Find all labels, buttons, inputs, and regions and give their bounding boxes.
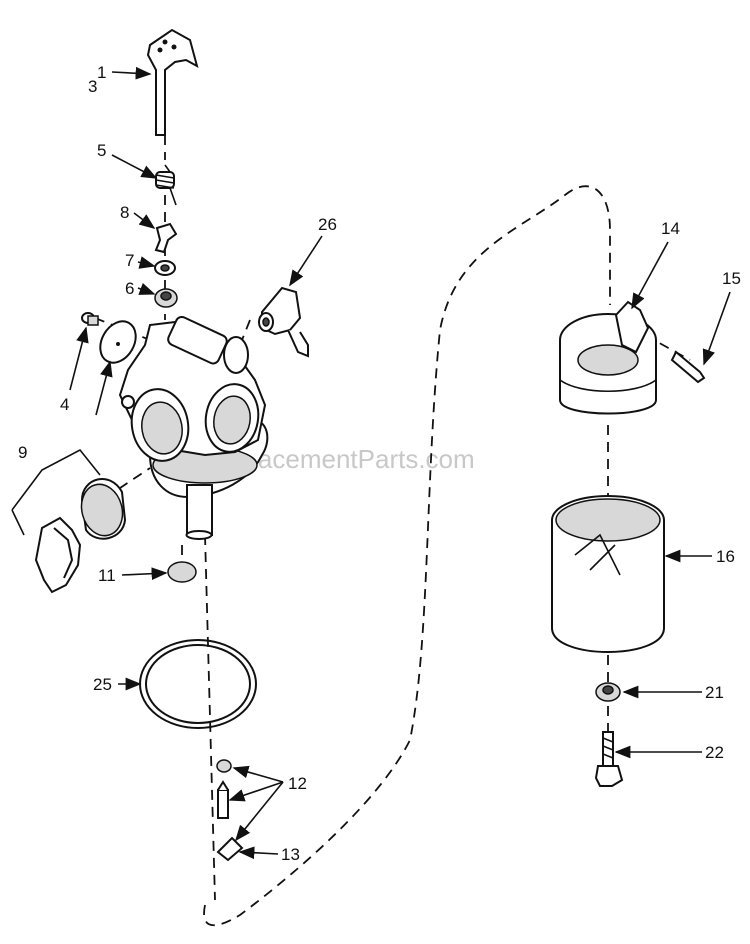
callout-26: 26	[318, 215, 337, 234]
leader-3	[95, 360, 113, 416]
leader-26	[289, 235, 323, 287]
part-fuel-bowl	[551, 495, 665, 653]
callout-11: 11	[98, 566, 116, 585]
part-pin	[670, 350, 706, 384]
leader-11	[121, 567, 168, 581]
part-plug	[167, 561, 197, 583]
callout-4: 4	[60, 395, 69, 414]
part-float	[559, 300, 657, 415]
part-throttle-shaft	[146, 28, 199, 136]
callout-3: 3	[88, 77, 97, 96]
part-gasket	[139, 639, 257, 729]
callout-21: 21	[705, 683, 724, 702]
leader-12c	[234, 781, 284, 842]
bracket-9	[11, 448, 101, 536]
leader-13	[238, 846, 279, 860]
leader-7	[137, 256, 156, 269]
leader-6	[137, 282, 156, 295]
callout-22: 22	[705, 743, 724, 762]
callout-14: 14	[661, 219, 680, 238]
leader-1	[111, 66, 152, 80]
part-washer	[154, 260, 176, 276]
callout-16: 16	[716, 547, 735, 566]
callout-7: 7	[125, 251, 134, 270]
part-spring	[155, 164, 177, 206]
callout-6: 6	[125, 279, 134, 298]
part-bushing	[154, 288, 178, 308]
part-jet	[216, 759, 232, 819]
leader-15	[702, 291, 731, 366]
callout-15: 15	[722, 269, 741, 288]
leader-12a	[232, 765, 284, 783]
part-fuel-fitting	[258, 286, 309, 358]
leader-8	[133, 212, 156, 229]
part-screw	[81, 312, 99, 326]
part-clip	[216, 836, 244, 862]
leader-4	[69, 326, 89, 391]
callout-5: 5	[97, 141, 106, 160]
part-lever	[154, 222, 178, 254]
centerline-4	[94, 317, 151, 341]
callout-9: 9	[18, 443, 27, 462]
part-carburetor-body	[118, 315, 269, 540]
callout-13: 13	[281, 845, 300, 864]
leader-12b	[228, 781, 284, 802]
leader-14	[631, 241, 669, 310]
part-bowl-screw	[594, 731, 624, 787]
leader-5	[111, 154, 158, 179]
callout-12: 12	[288, 774, 307, 793]
part-bowl-washer	[595, 682, 621, 702]
callout-25: 25	[93, 675, 112, 694]
fuel-path-dashed-loop	[203, 185, 611, 927]
callout-1: 1	[97, 63, 106, 82]
callout-8: 8	[120, 203, 129, 222]
part-primer	[34, 478, 127, 594]
centerline-bowl	[204, 534, 216, 901]
